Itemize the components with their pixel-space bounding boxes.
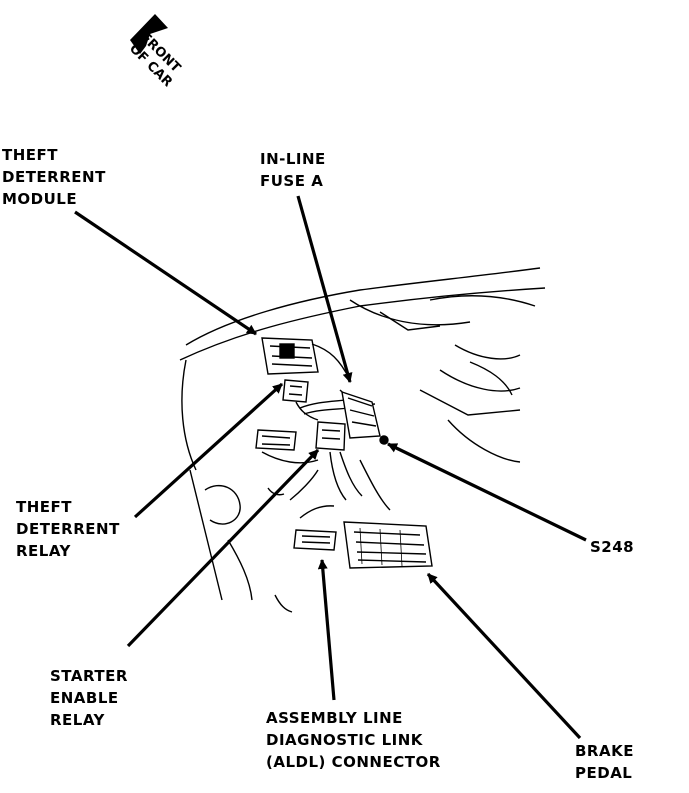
label-line: IN-LINE	[260, 150, 326, 168]
arrow-brake-pedal	[426, 572, 582, 740]
label-line: FUSE A	[260, 172, 324, 190]
leader-arrows	[74, 195, 587, 740]
front-arrow-icon	[130, 14, 168, 54]
label-brake-pedal: BRAKE PEDAL	[575, 740, 634, 784]
label-line: ASSEMBLY LINE	[266, 709, 403, 727]
label-line: ENABLE	[50, 689, 119, 707]
label-inline-fuse-a: IN-LINE FUSE A	[260, 148, 326, 192]
label-line: MODULE	[2, 190, 78, 208]
theft-deterrent-module-sketch	[261, 337, 351, 381]
wiring-harness-sketch	[255, 390, 389, 551]
arrow-theft-deterrent-module	[74, 210, 257, 336]
label-line: PEDAL	[575, 764, 633, 782]
theft-deterrent-relay-sketch	[282, 379, 319, 421]
arrow-starter-enable-relay	[126, 448, 320, 648]
label-line: BRAKE	[575, 742, 634, 760]
label-aldl-connector: ASSEMBLY LINE DIAGNOSTIC LINK (ALDL) CON…	[266, 707, 441, 773]
label-line: RELAY	[50, 711, 105, 729]
label-theft-deterrent-module: THEFT DETERRENT MODULE	[2, 144, 106, 210]
label-line: THEFT	[16, 498, 73, 516]
arrow-inline-fuse-a	[296, 195, 353, 383]
label-line: S248	[590, 538, 635, 556]
arrow-s248	[387, 442, 587, 542]
label-line: DETERRENT	[16, 520, 120, 538]
label-line: (ALDL) CONNECTOR	[266, 753, 441, 771]
label-line: DETERRENT	[2, 168, 106, 186]
label-s248: S248	[590, 536, 634, 558]
label-line: DIAGNOSTIC LINK	[266, 731, 423, 749]
label-starter-enable-relay: STARTER ENABLE RELAY	[50, 665, 128, 731]
label-line: STARTER	[50, 667, 128, 685]
label-line: RELAY	[16, 542, 71, 560]
arrow-aldl-connector	[317, 559, 336, 701]
brake-pedal-sketch	[343, 521, 433, 569]
label-line: THEFT	[2, 146, 59, 164]
arrow-theft-deterrent-relay	[133, 382, 284, 519]
label-theft-deterrent-relay: THEFT DETERRENT RELAY	[16, 496, 120, 562]
